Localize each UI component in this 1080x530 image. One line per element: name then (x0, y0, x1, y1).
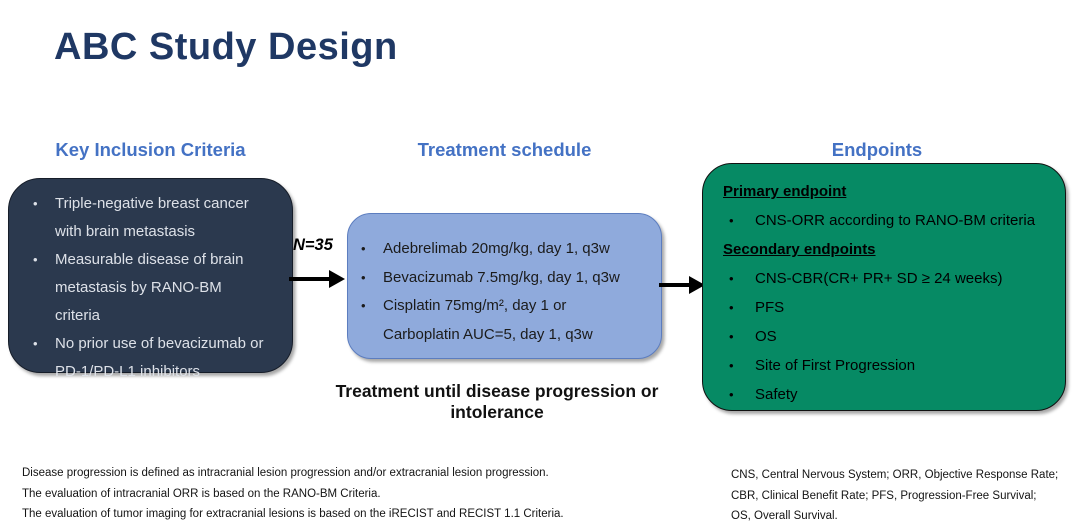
endpoints-column-header: Endpoints (831, 139, 923, 160)
footnote-abbreviations: CNS, Central Nervous System; ORR, Object… (731, 465, 1071, 527)
footnote-line: OS, Overall Survival. (731, 510, 838, 522)
inclusion-column-header: Key Inclusion Criteria (55, 139, 246, 160)
footnote-line: CNS, Central Nervous System; ORR, Object… (731, 469, 1059, 481)
list-item: • Safety (723, 380, 1055, 409)
treatment-schedule-box: • Adebrelimab 20mg/kg, day 1, q3w • Beva… (347, 213, 662, 359)
inclusion-criteria-box: • Triple-negative breast cancer with bra… (8, 178, 293, 380)
bullet-icon: • (33, 196, 38, 211)
flow-arrow-left-icon (289, 270, 345, 288)
primary-endpoint-list: • CNS-ORR according to RANO-BM criteria (723, 206, 1055, 235)
bullet-text: OS (755, 328, 777, 345)
endpoints-box: Primary endpoint • CNS-ORR according to … (702, 163, 1066, 411)
footnote-line: The evaluation of intracranial ORR is ba… (22, 487, 381, 500)
footnote-definitions: Disease progression is defined as intrac… (22, 463, 622, 525)
inclusion-bullet-list: • Triple-negative breast cancer with bra… (33, 190, 278, 386)
bullet-icon: • (729, 358, 734, 373)
list-item: • No prior use of bevacizumab or PD-1/PD… (33, 330, 278, 386)
footnote-line: CBR, Clinical Benefit Rate; PFS, Progres… (731, 489, 1037, 502)
secondary-endpoints-heading: Secondary endpoints (723, 241, 876, 258)
list-item: • OS (723, 322, 1055, 351)
bullet-text: Site of First Progression (755, 357, 916, 374)
footnote-line: Disease progression is defined as intrac… (22, 467, 549, 479)
bullet-text: Safety (755, 386, 798, 403)
bullet-text: PFS (755, 299, 785, 316)
footnote-line: The evaluation of tumor imaging for extr… (22, 508, 564, 520)
bullet-icon: • (729, 329, 734, 344)
list-item: • Measurable disease of brain metastasis… (33, 246, 278, 330)
bullet-text: CNS-CBR(CR+ PR+ SD ≥ 24 weeks) (755, 270, 1003, 287)
list-item: • Adebrelimab 20mg/kg, day 1, q3w (361, 235, 653, 264)
bullet-icon: • (361, 269, 366, 285)
bullet-icon: • (33, 252, 38, 267)
bullet-text: Triple-negative breast cancer with brain… (55, 195, 249, 240)
bullet-text: Adebrelimab 20mg/kg, day 1, q3w (383, 240, 610, 257)
secondary-endpoint-list: • CNS-CBR(CR+ PR+ SD ≥ 24 weeks) • PFS •… (723, 264, 1055, 409)
sample-size-label: N=35 (293, 236, 333, 254)
list-item: • CNS-CBR(CR+ PR+ SD ≥ 24 weeks) (723, 264, 1055, 293)
flow-arrow-right-icon (659, 276, 705, 294)
bullet-icon: • (361, 241, 366, 256)
primary-endpoint-heading: Primary endpoint (723, 183, 847, 200)
list-item: • Triple-negative breast cancer with bra… (33, 190, 278, 246)
bullet-text: CNS-ORR according to RANO-BM criteria (755, 212, 1036, 229)
bullet-icon: • (729, 213, 734, 228)
treatment-column-header: Treatment schedule (417, 139, 592, 160)
list-item: • PFS (723, 293, 1055, 322)
bullet-text: No prior use of bevacizumab or PD-1/PD-L… (55, 335, 264, 380)
treatment-duration-caption: Treatment until disease progression or i… (335, 381, 659, 422)
bullet-icon: • (729, 387, 734, 402)
list-item: • Bevacizumab 7.5mg/kg, day 1, q3w (361, 264, 653, 293)
bullet-icon: • (33, 336, 38, 351)
list-item: • CNS-ORR according to RANO-BM criteria (723, 206, 1055, 235)
bullet-icon: • (729, 271, 734, 286)
list-item: • Cisplatin 75mg/m², day 1 or Carboplati… (361, 292, 653, 349)
bullet-icon: • (361, 298, 366, 313)
bullet-text: Measurable disease of brain metastasis b… (55, 251, 244, 324)
bullet-icon: • (729, 300, 734, 315)
bullet-text: Bevacizumab 7.5mg/kg, day 1, q3w (383, 268, 620, 286)
page-title: ABC Study Design (54, 26, 398, 68)
bullet-text: Cisplatin 75mg/m², day 1 or Carboplatin … (383, 297, 593, 343)
treatment-bullet-list: • Adebrelimab 20mg/kg, day 1, q3w • Beva… (361, 235, 653, 349)
list-item: • Site of First Progression (723, 351, 1055, 380)
